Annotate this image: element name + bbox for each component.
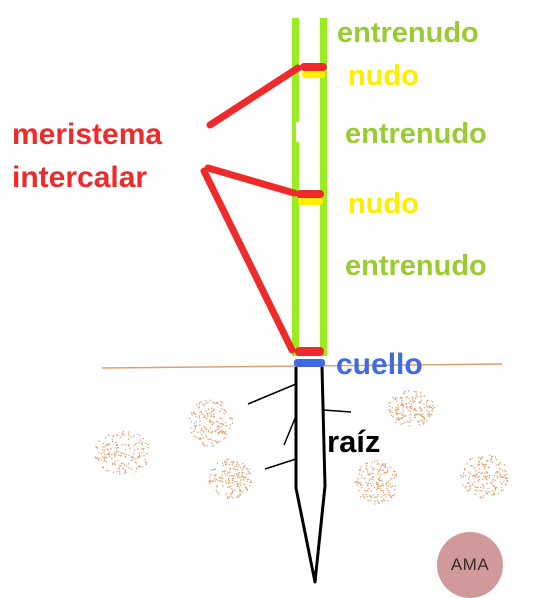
soil-particles xyxy=(94,390,509,505)
label-meristema: meristema xyxy=(12,118,163,151)
label-entrenudo-top: entrenudo xyxy=(337,17,479,49)
meristem-band-3 xyxy=(295,347,324,356)
watermark-badge: AMA xyxy=(437,532,503,598)
root-hairs xyxy=(247,383,352,470)
stem-right-wall xyxy=(320,18,327,356)
node-1 xyxy=(300,63,327,78)
pointer-to-node-2 xyxy=(204,164,298,197)
label-nudo-top: nudo xyxy=(348,60,419,92)
label-nudo-bottom: nudo xyxy=(348,188,419,220)
meristem-pointers xyxy=(200,64,302,354)
pointer-to-neck xyxy=(200,167,296,354)
label-cuello: cuello xyxy=(336,348,423,381)
root-outline xyxy=(294,366,327,584)
soil-cluster xyxy=(388,390,435,427)
stem xyxy=(292,18,327,356)
stem-gap xyxy=(296,122,301,142)
neck-band xyxy=(294,359,325,367)
label-entrenudo-bottom: entrenudo xyxy=(345,250,487,282)
label-raiz: raíz xyxy=(327,424,381,459)
soil-cluster xyxy=(354,460,398,505)
node-2 xyxy=(296,190,324,205)
node-band-2 xyxy=(298,198,323,205)
label-intercalar: intercalar xyxy=(12,161,148,194)
meristem-band-2 xyxy=(296,190,324,198)
soil-cluster xyxy=(460,454,509,499)
pointer-to-node-1 xyxy=(206,64,302,129)
meristem-band-1 xyxy=(300,63,327,71)
soil-cluster xyxy=(208,458,253,499)
label-entrenudo-middle: entrenudo xyxy=(345,118,487,150)
stem-left-wall xyxy=(292,18,299,356)
soil-cluster xyxy=(94,430,149,475)
node-band-1 xyxy=(302,71,325,78)
soil-cluster xyxy=(189,399,234,447)
